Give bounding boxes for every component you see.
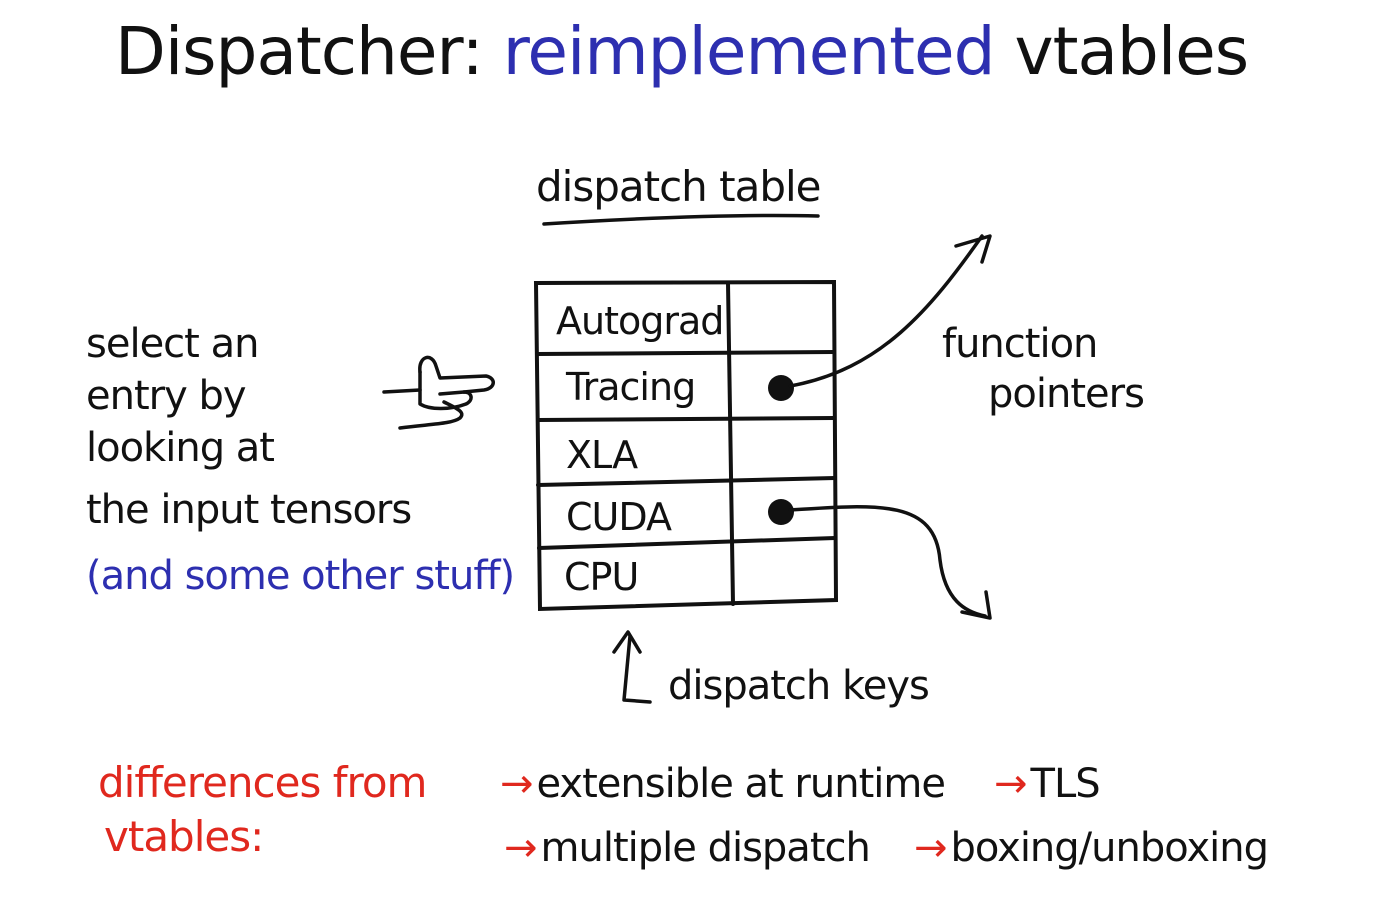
function-pointer-dot <box>768 499 794 525</box>
red-arrow-icon: → <box>914 825 948 871</box>
title-rest: vtables <box>1014 13 1250 90</box>
difference-item: →boxing/unboxing <box>914 822 1269 874</box>
title-main: Dispatcher: <box>115 13 484 90</box>
red-arrow-icon: → <box>504 825 538 871</box>
row-label-autograd: Autograd <box>556 299 723 343</box>
table-heading: dispatch table <box>536 162 822 211</box>
row-label-xla: XLA <box>566 433 638 477</box>
red-arrow-icon: → <box>994 761 1028 807</box>
arrowhead-icon <box>954 234 992 264</box>
table-column-divider <box>726 281 735 606</box>
differences-heading: differences from <box>98 758 427 807</box>
heading-underline <box>542 213 820 226</box>
note-line: entry by <box>86 373 247 419</box>
row-label-cuda: CUDA <box>566 495 672 539</box>
table-frame <box>533 279 839 612</box>
difference-item: →TLS <box>994 758 1101 810</box>
table-row-divider <box>536 416 836 422</box>
title-accent: reimplemented <box>502 13 996 90</box>
difference-item: →extensible at runtime <box>500 758 946 810</box>
note-line: looking at <box>86 425 275 471</box>
function-pointer-dot <box>768 375 794 401</box>
difference-text: extensible at runtime <box>536 761 946 807</box>
table-row-divider <box>535 350 836 356</box>
table-row-divider <box>537 536 837 550</box>
page-title: Dispatcher: reimplemented vtables <box>115 12 1250 92</box>
table-row-divider <box>536 476 837 487</box>
note-line: the input tensors <box>86 487 412 533</box>
difference-text: multiple dispatch <box>540 825 871 871</box>
arrowhead-icon <box>960 590 992 620</box>
red-arrow-icon: → <box>500 761 534 807</box>
difference-item: →multiple dispatch <box>504 822 871 874</box>
arrowhead-icon <box>612 630 642 654</box>
difference-text: TLS <box>1030 761 1101 807</box>
row-label-cpu: CPU <box>564 555 638 599</box>
pointer-label: pointers <box>988 371 1145 417</box>
pointing-hand-icon <box>382 355 495 430</box>
pointer-label: function <box>942 321 1098 367</box>
keys-arrow <box>622 634 652 704</box>
differences-heading: vtables: <box>104 812 264 861</box>
note-line: select an <box>86 321 259 367</box>
note-aside: (and some other stuff) <box>86 553 515 599</box>
difference-text: boxing/unboxing <box>950 825 1269 871</box>
pointer-arrow-down <box>788 505 987 618</box>
row-label-tracing: Tracing <box>565 365 695 409</box>
keys-label: dispatch keys <box>668 663 930 709</box>
dispatch-table <box>533 279 839 612</box>
pointer-arrow-up <box>788 234 984 388</box>
